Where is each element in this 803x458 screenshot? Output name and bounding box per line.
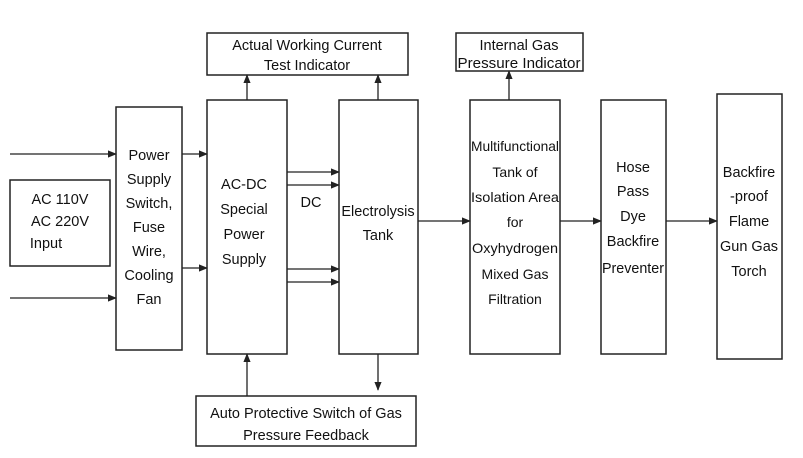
label-acdc-line-2: Special [220, 202, 268, 218]
label-multi-tank-line-3: Isolation Area [471, 189, 559, 205]
label-pressure-indicator-line-2: Pressure Indicator [458, 56, 581, 72]
label-hose-line-1: Hose [616, 160, 650, 176]
electrolysis-box [338, 99, 419, 355]
label-pressure-indicator: Internal Gas Pressure Indicator [458, 38, 581, 72]
label-multi-tank-line-1: Multifunctional [471, 138, 559, 154]
label-multi-tank: Multifunctional Tank of Isolation Area f… [471, 138, 559, 307]
label-torch-line-2: -proof [730, 189, 769, 205]
label-auto-switch: Auto Protective Switch of Gas Pressure F… [210, 406, 402, 444]
power-switch-box [115, 106, 183, 351]
label-multi-tank-line-2: Tank of [492, 164, 537, 180]
label-ac-input-line-3: Input [30, 236, 62, 252]
label-torch-line-1: Backfire [723, 165, 775, 181]
label-torch-line-4: Gun Gas [720, 239, 778, 255]
label-acdc-line-3: Power [223, 227, 264, 243]
label-auto-switch-line-2: Pressure Feedback [243, 428, 369, 444]
label-power-switch-line-2: Supply [127, 172, 172, 188]
auto-switch-box [195, 395, 417, 447]
label-hose-line-3: Dye [620, 209, 646, 225]
label-current-indicator: Actual Working Current Test Indicator [232, 38, 382, 74]
label-torch-line-3: Flame [729, 214, 769, 230]
label-torch-line-5: Torch [731, 264, 766, 280]
label-multi-tank-line-4: for [507, 214, 524, 230]
label-acdc-line-4: Supply [222, 252, 267, 268]
label-torch: Backfire -proof Flame Gun Gas Torch [720, 165, 778, 280]
label-ac-input-line-2: AC 220V [31, 214, 89, 230]
label-power-switch-line-1: Power [128, 148, 169, 164]
label-multi-tank-line-5: Oxyhydrogen [472, 240, 558, 256]
torch-box [716, 93, 783, 360]
label-acdc: AC-DC Special Power Supply [220, 177, 268, 268]
label-hose: Hose Pass Dye Backfire Preventer [602, 160, 664, 277]
label-current-indicator-line-2: Test Indicator [264, 58, 350, 74]
current-indicator-box [206, 32, 409, 76]
label-power-switch-line-6: Cooling [124, 268, 173, 284]
label-power-switch-line-3: Switch, [126, 196, 173, 212]
label-electrolysis-line-1: Electrolysis [341, 204, 414, 220]
label-multi-tank-line-6: Mixed Gas [482, 266, 549, 282]
label-power-switch-line-4: Fuse [133, 220, 165, 236]
label-power-switch-line-5: Wire, [132, 244, 166, 260]
label-hose-line-5: Preventer [602, 261, 664, 277]
label-power-switch-line-7: Fan [137, 292, 162, 308]
label-auto-switch-line-1: Auto Protective Switch of Gas [210, 406, 402, 422]
label-ac-input: AC 110V AC 220V Input [30, 192, 89, 252]
label-power-switch: Power Supply Switch, Fuse Wire, Cooling … [124, 148, 173, 308]
label-electrolysis-line-2: Tank [363, 228, 394, 244]
label-hose-line-4: Backfire [607, 234, 659, 250]
ac-input-box [9, 179, 111, 267]
hose-box [600, 99, 667, 355]
label-dc: DC [301, 195, 322, 211]
label-current-indicator-line-1: Actual Working Current [232, 38, 382, 54]
label-electrolysis: Electrolysis Tank [341, 204, 414, 244]
label-pressure-indicator-line-1: Internal Gas [480, 38, 559, 54]
label-multi-tank-line-7: Filtration [488, 291, 542, 307]
label-hose-line-2: Pass [617, 184, 649, 200]
pressure-indicator-box [455, 32, 584, 72]
label-acdc-line-1: AC-DC [221, 177, 267, 193]
label-ac-input-line-1: AC 110V [32, 192, 89, 208]
multi-tank-box [469, 99, 561, 355]
